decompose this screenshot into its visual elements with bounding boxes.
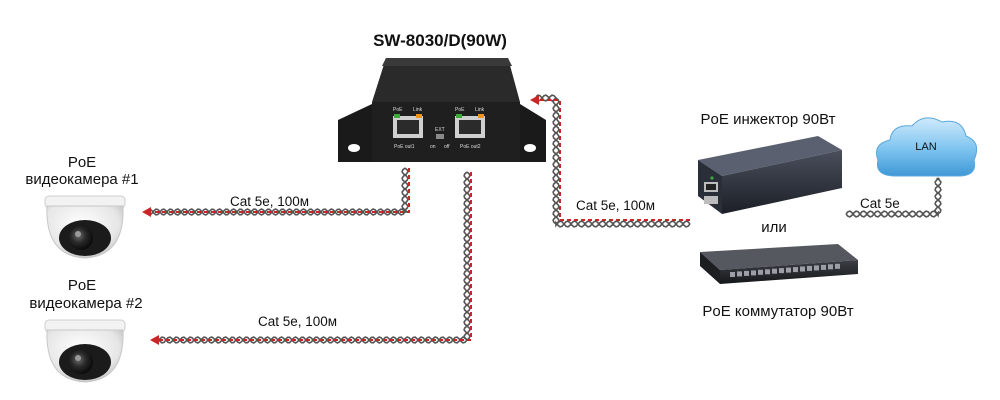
- cable-strand: [535, 94, 691, 228]
- arrow-icon: [142, 207, 151, 217]
- cable-strand: [147, 167, 410, 216]
- switch-port: [786, 267, 791, 273]
- switch-port: [835, 263, 840, 269]
- camera-2-label-line2: видеокамера #2: [29, 295, 142, 312]
- cable-strand: [535, 94, 691, 228]
- cable-to-camera-1: [142, 167, 410, 217]
- extender-device: PoE Link PoE Link EXT PoE out1 on off Po…: [338, 58, 546, 162]
- switch-port: [758, 269, 763, 275]
- power-line: [540, 99, 690, 221]
- port-label-on: on: [430, 144, 436, 150]
- led-icon: [478, 114, 484, 118]
- switch-port: [814, 265, 819, 271]
- dome-camera-2-icon: [44, 319, 126, 383]
- port-label-poe-1: PoE: [393, 107, 403, 113]
- port-label-poe-2: PoE: [455, 107, 465, 113]
- switch-port: [765, 269, 770, 275]
- switch-label: PoE коммутатор 90Вт: [702, 303, 853, 320]
- injector-label: PoE инжектор 90Вт: [701, 111, 836, 128]
- led-icon: [416, 114, 422, 118]
- port-label-ext: EXT: [435, 127, 445, 133]
- switch-port: [751, 270, 756, 276]
- cable-strand: [845, 177, 942, 218]
- switch-port: [744, 270, 749, 276]
- switch-port: [800, 266, 805, 272]
- port-label-link-2: Link: [475, 107, 485, 113]
- switch-port: [772, 268, 777, 274]
- switch-port: [730, 272, 735, 277]
- power-line: [152, 168, 410, 213]
- port-label-link-1: Link: [413, 107, 423, 113]
- camera-1-label-line1: PoE: [68, 154, 96, 171]
- or-separator: или: [761, 219, 787, 236]
- poe-switch-icon: [700, 244, 858, 284]
- poe-injector-icon: [698, 136, 842, 214]
- lan-label: LAN: [915, 141, 936, 153]
- switch-port-row: [730, 263, 840, 277]
- power-line: [160, 172, 472, 341]
- port-label-off: off: [444, 144, 450, 150]
- cable-label-uplink: Cat 5e, 100м: [576, 198, 655, 213]
- cable-label-lan: Cat 5e: [860, 196, 900, 211]
- camera-1-label-line2: видеокамера #1: [25, 171, 138, 188]
- camera-2-label-line1: PoE: [68, 277, 96, 294]
- cable-label-camera-2: Cat 5e, 100м: [258, 314, 337, 329]
- cable-strand: [157, 171, 471, 344]
- cable-label-camera-1: Cat 5e, 100м: [230, 194, 309, 209]
- switch-port: [793, 267, 798, 273]
- arrow-icon: [150, 335, 159, 345]
- switch-port: [737, 271, 742, 277]
- ext-switch: [436, 134, 444, 139]
- switch-port: [807, 265, 812, 271]
- device-title: SW-8030/D(90W): [373, 31, 507, 50]
- cable-lan: [845, 177, 942, 218]
- switch-port: [821, 264, 826, 270]
- dome-camera-1-icon: [44, 195, 126, 259]
- port-label-out2: PoE out2: [460, 144, 481, 150]
- cable-strand: [157, 171, 471, 344]
- cable-strand: [147, 167, 409, 216]
- port-label-out1: PoE out1: [394, 144, 415, 150]
- led-icon: [394, 114, 400, 118]
- led-icon: [456, 114, 462, 118]
- cable-uplink: [530, 94, 691, 228]
- cable-to-camera-2: [150, 171, 472, 345]
- lan-cloud-icon: [876, 117, 978, 177]
- switch-port: [828, 264, 833, 270]
- switch-port: [779, 268, 784, 274]
- arrow-icon: [530, 95, 539, 105]
